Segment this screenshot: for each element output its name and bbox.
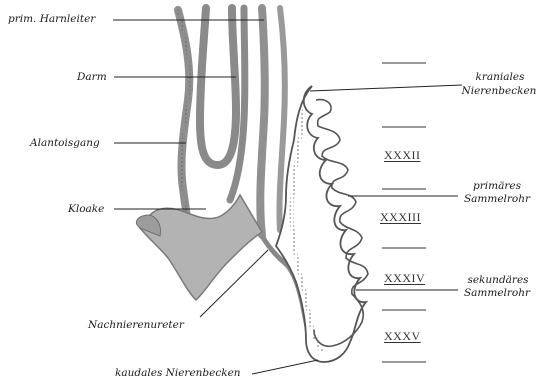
label-prim-harnleiter: prim. Harnleiter xyxy=(8,13,95,25)
leader-kraniales xyxy=(310,85,462,91)
label-darm: Darm xyxy=(77,71,107,83)
label-kraniales-2: Nierenbecken xyxy=(460,85,538,97)
kloake-shape xyxy=(140,195,262,300)
darm-loop xyxy=(200,8,236,165)
leader-kaudales xyxy=(252,360,318,374)
segment-label-xxxii: XXXII xyxy=(384,148,421,163)
segment-label-xxxiv: XXXIV xyxy=(384,271,425,286)
prim-harnleiter-duct-2 xyxy=(279,8,284,230)
label-sekundaeres-1: sekundäres xyxy=(462,274,534,286)
label-primaeres-2: Sammelrohr xyxy=(458,193,536,205)
label-kraniales-1: kraniales xyxy=(470,71,530,83)
label-kaudales-nierenbecken: kaudales Nierenbecken xyxy=(115,367,241,379)
segment-label-xxxv: XXXV xyxy=(384,329,421,344)
prim-harnleiter-duct xyxy=(260,8,265,235)
label-alantoisgang: Alantoisgang xyxy=(30,137,100,149)
label-sekundaeres-2: Sammelrohr xyxy=(458,287,536,299)
label-nachnierenureter: Nachnierenureter xyxy=(88,319,184,331)
segment-label-xxxiii: XXXIII xyxy=(380,210,421,225)
label-primaeres-1: primäres xyxy=(462,180,532,192)
label-kloake: Kloake xyxy=(68,203,104,215)
